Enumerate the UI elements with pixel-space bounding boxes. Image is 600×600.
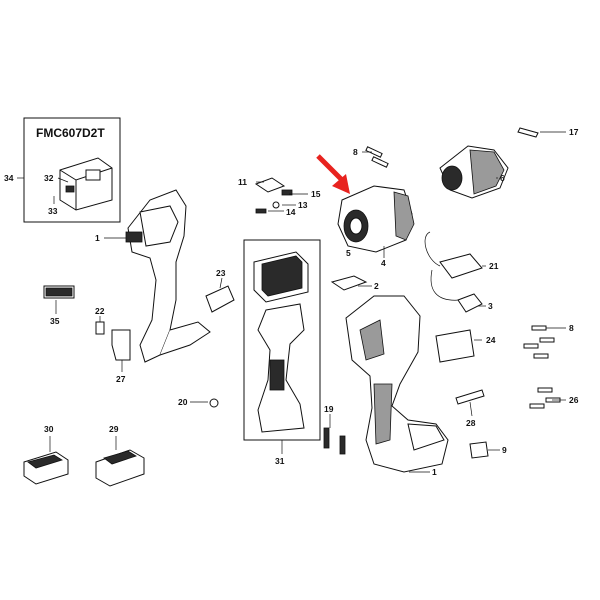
callout-34: 34 (4, 173, 14, 183)
callout-33: 33 (48, 206, 58, 216)
chuck (439, 145, 509, 199)
callout-4: 4 (381, 258, 386, 268)
switch-trigger (257, 303, 305, 433)
spring-19b (339, 435, 346, 455)
clip-3 (457, 293, 483, 313)
callout-17: 17 (569, 127, 579, 137)
belt-clip (111, 329, 131, 361)
spring-14 (255, 208, 267, 214)
direction-switch (254, 177, 286, 193)
screw-17 (517, 127, 539, 138)
spring-15 (281, 189, 293, 196)
callout-35: 35 (50, 316, 60, 326)
callout-11: 11 (238, 177, 247, 187)
motor-block (253, 251, 309, 303)
callout-1-right: 1 (432, 467, 437, 477)
label-24 (435, 329, 475, 363)
callout-27: 27 (116, 374, 126, 384)
screws-26-group (529, 387, 561, 409)
screw-8a (365, 146, 383, 158)
highlight-arrow (316, 154, 350, 194)
callout-30: 30 (44, 424, 54, 434)
callout-22: 22 (95, 306, 105, 316)
model-title: FMC607D2T (36, 126, 105, 140)
callout-26: 26 (569, 395, 579, 405)
gearbox (337, 185, 415, 253)
callout-15: 15 (311, 189, 321, 199)
left-housing-half (125, 189, 211, 363)
callout-6: 6 (500, 173, 505, 183)
bit-holder (455, 389, 485, 405)
clip-9 (469, 441, 489, 459)
callout-2: 2 (374, 281, 379, 291)
callout-20: 20 (178, 397, 188, 407)
ball-13 (272, 201, 280, 209)
callout-13: 13 (298, 200, 308, 210)
callout-8-right: 8 (569, 323, 574, 333)
charger (95, 449, 145, 487)
screw-22 (95, 321, 105, 335)
spring-19a (323, 427, 330, 449)
right-housing-half (345, 295, 449, 473)
kit-box-frame (23, 117, 121, 223)
callout-32: 32 (44, 173, 54, 183)
screws-8-group (523, 325, 555, 359)
callout-5: 5 (346, 248, 351, 258)
led-board (424, 231, 483, 301)
callout-19: 19 (324, 404, 334, 414)
callout-1-left: 1 (95, 233, 100, 243)
callout-9: 9 (502, 445, 507, 455)
callout-29: 29 (109, 424, 119, 434)
bracket-2 (330, 275, 368, 291)
callout-31: 31 (275, 456, 285, 466)
callout-21: 21 (489, 261, 499, 271)
nut-20 (209, 398, 219, 408)
leader-lines (17, 131, 566, 473)
callout-24: 24 (486, 335, 496, 345)
callout-23: 23 (216, 268, 226, 278)
carry-case (59, 157, 113, 211)
callout-3: 3 (488, 301, 493, 311)
screw-8b (371, 156, 389, 168)
battery-pack (23, 451, 69, 485)
callout-28: 28 (466, 418, 476, 428)
led-lens (205, 285, 235, 313)
callout-14: 14 (286, 207, 296, 217)
callout-8-top: 8 (353, 147, 358, 157)
callout-labels: 1 1 2 3 4 5 6 8 8 9 11 13 14 15 17 19 20… (4, 127, 579, 477)
